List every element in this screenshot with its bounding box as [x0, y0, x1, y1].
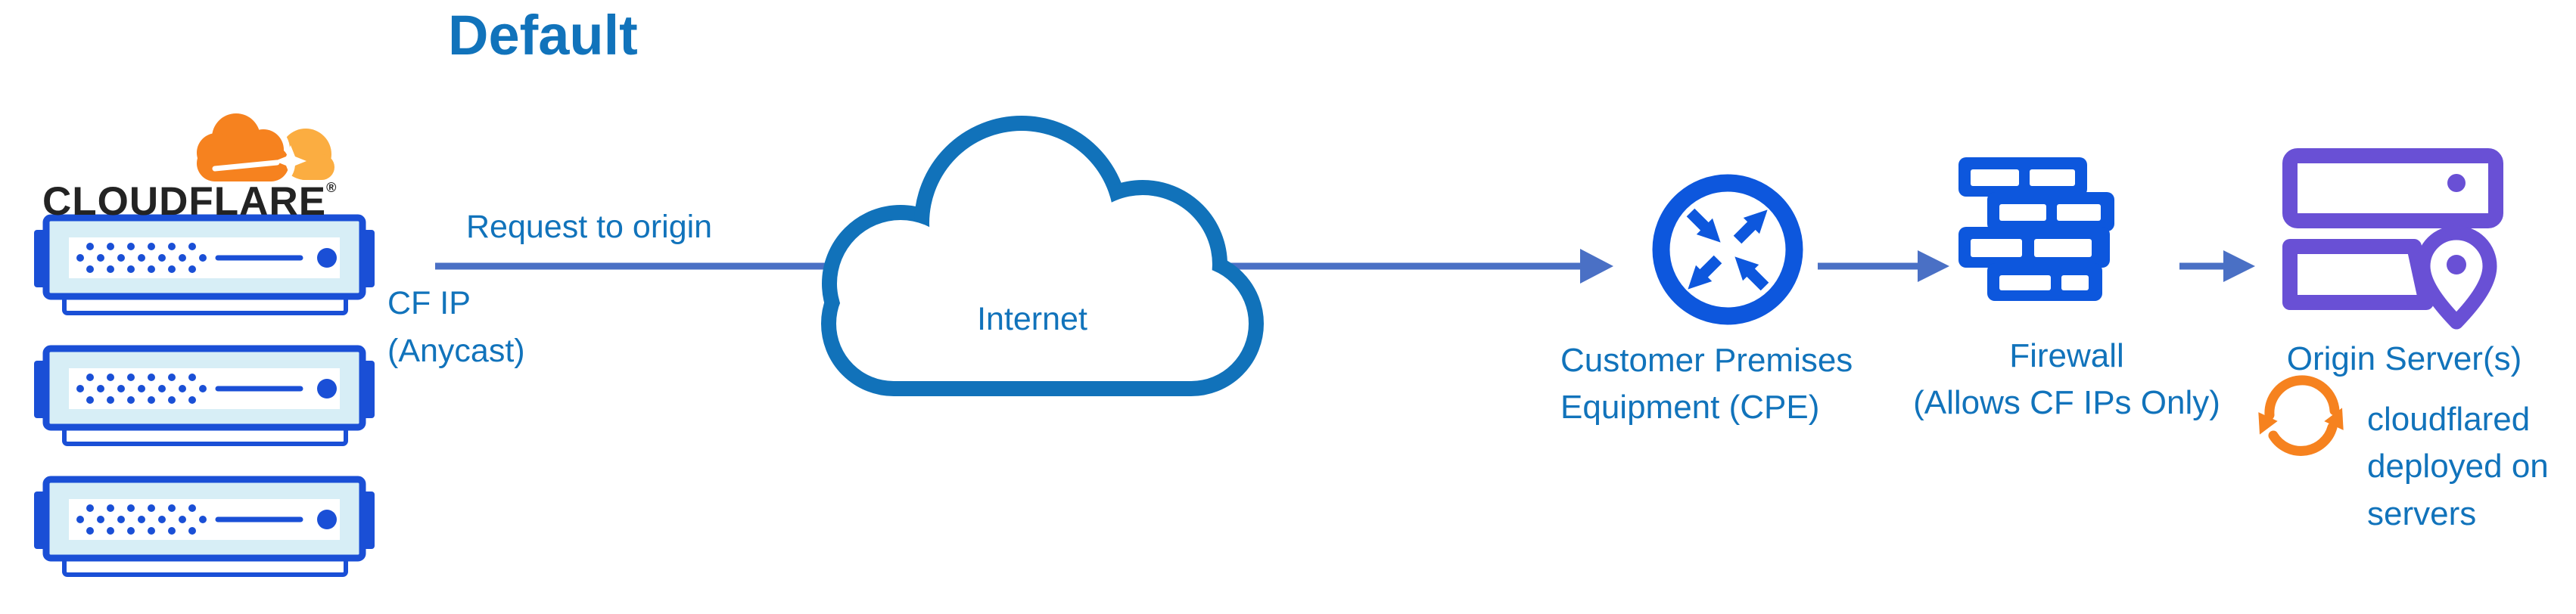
- cloudflare-wordmark: CLOUDFLARE®: [42, 178, 337, 225]
- cloudflared-note-line2: deployed on: [2367, 448, 2549, 485]
- cpe-label-line2: Equipment (CPE): [1560, 389, 1820, 426]
- cloudflared-note-line1: cloudflared: [2367, 401, 2531, 438]
- cpe-label: Customer Premises Equipment (CPE): [1560, 337, 1853, 432]
- cloudflare-logo-cloud-icon: [191, 107, 334, 188]
- request-to-origin-label: Request to origin: [466, 209, 713, 245]
- firewall-label-line1: Firewall: [2009, 337, 2124, 374]
- page-title: Default: [448, 4, 638, 67]
- cloudflared-note-line3: servers: [2367, 495, 2477, 532]
- cf-ip-label-line2: (Anycast): [387, 332, 525, 369]
- firewall-label: Firewall (Allows CF IPs Only): [1887, 333, 2246, 427]
- registered-trademark-mark: ®: [326, 180, 338, 195]
- firewall-label-line2: (Allows CF IPs Only): [1913, 384, 2220, 422]
- cloudflare-wordmark-text: CLOUDFLARE: [42, 179, 327, 224]
- internet-cloud-icon: [821, 116, 1264, 396]
- cpe-label-line1: Customer Premises: [1560, 342, 1853, 379]
- cloudflared-note: cloudflared deployed on servers: [2367, 396, 2549, 538]
- origin-servers-label: Origin Server(s): [2286, 340, 2522, 377]
- cf-ip-label-line1: CF IP: [387, 285, 471, 321]
- cloudflared-sync-icon: [2250, 375, 2352, 456]
- arrow-firewall-to-origin: [2179, 250, 2255, 282]
- edge-server-icon: [34, 479, 375, 575]
- arrow-cpe-to-firewall: [1818, 250, 1949, 282]
- cf-ip-anycast-label: CF IP (Anycast): [387, 280, 525, 375]
- cpe-router-icon: [1652, 174, 1803, 325]
- edge-server-icon: [34, 218, 375, 313]
- firewall-icon: [1958, 157, 2114, 301]
- internet-label: Internet: [977, 301, 1087, 337]
- edge-server-icon: [34, 349, 375, 444]
- origin-servers-icon: [2282, 148, 2503, 330]
